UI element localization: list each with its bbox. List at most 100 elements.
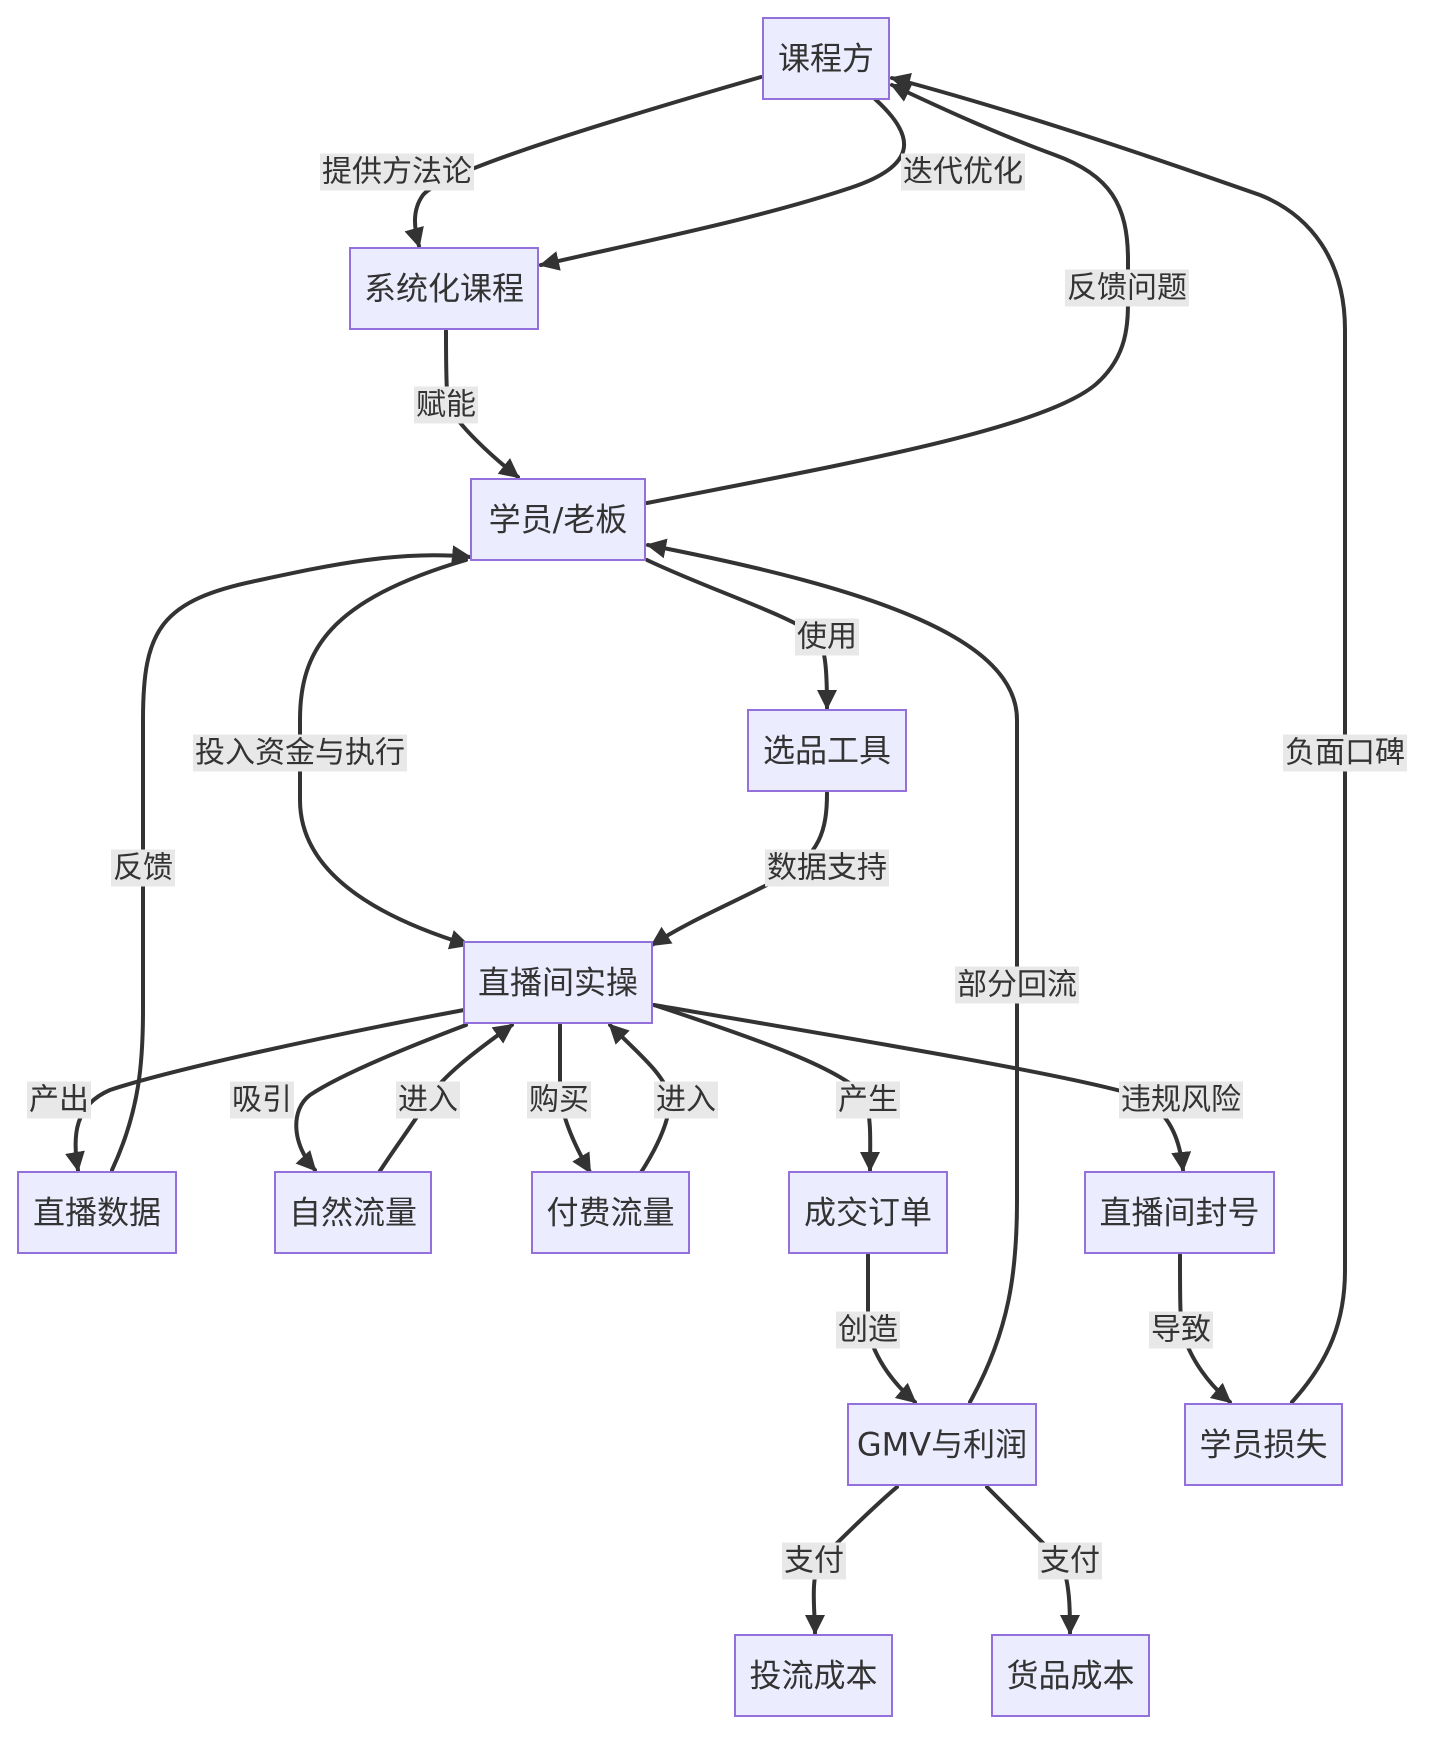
node-label: 选品工具 xyxy=(763,732,891,770)
edge-label-text: 支付 xyxy=(784,1544,844,1579)
edge-label-bg xyxy=(527,1081,591,1119)
edge-label-bg xyxy=(1283,734,1407,772)
edge-label-text: 赋能 xyxy=(416,388,476,423)
edge-label-empower: 赋能 xyxy=(414,386,478,424)
node-box xyxy=(349,247,539,330)
edge-label-text: 违规风险 xyxy=(1121,1083,1241,1118)
edge-label-buy: 购买 xyxy=(527,1081,591,1119)
edge-iterate-optimize xyxy=(539,97,907,271)
edge-label-bg xyxy=(27,1081,91,1119)
node-label: 课程方 xyxy=(778,40,874,78)
node-label: 学员损失 xyxy=(1199,1426,1327,1464)
node-traffic-cost: 投流成本 xyxy=(734,1634,893,1717)
node-live-data: 直播数据 xyxy=(17,1171,177,1254)
node-selection-tool: 选品工具 xyxy=(747,709,907,792)
edge-violation-risk xyxy=(652,1003,1192,1172)
edge-label-bg xyxy=(795,618,859,656)
edge-label-use: 使用 xyxy=(795,618,859,656)
edge-label-text: 产生 xyxy=(838,1083,898,1118)
node-natural-traffic: 自然流量 xyxy=(274,1171,432,1254)
edge-label-data-support: 数据支持 xyxy=(765,849,889,887)
edge-label-bg xyxy=(1149,1311,1213,1349)
edge-label-text: 使用 xyxy=(797,620,857,655)
edge-label-produce: 产生 xyxy=(836,1081,900,1119)
node-label: 直播间实操 xyxy=(478,964,638,1002)
edge-label-bg xyxy=(193,734,407,772)
node-box xyxy=(847,1403,1037,1486)
node-label: 系统化课程 xyxy=(364,270,524,308)
edge-label-text: 购买 xyxy=(529,1083,589,1118)
edge-label-partial-return: 部分回流 xyxy=(955,966,1079,1004)
edge-output xyxy=(65,1008,466,1172)
edge-label-enter-paid: 进入 xyxy=(654,1081,718,1119)
edge-label-text: 进入 xyxy=(656,1083,716,1118)
edge-negative-reputation xyxy=(890,73,1347,1404)
node-box xyxy=(1184,1403,1343,1486)
edge-label-text: 迭代优化 xyxy=(903,155,1023,190)
node-box xyxy=(274,1171,432,1254)
node-orders: 成交订单 xyxy=(788,1171,948,1254)
edge-label-lead-to: 导致 xyxy=(1149,1311,1213,1349)
node-live-room-ops: 直播间实操 xyxy=(463,941,653,1024)
node-course-provider: 课程方 xyxy=(762,17,890,100)
node-label: 货品成本 xyxy=(1006,1657,1134,1695)
node-label: GMV与利润 xyxy=(857,1426,1027,1464)
edge-label-pay-goods: 支付 xyxy=(1038,1542,1102,1580)
node-label: 自然流量 xyxy=(289,1194,417,1232)
node-label: 学员/老板 xyxy=(489,501,628,539)
node-systematic-course: 系统化课程 xyxy=(349,247,539,330)
edge-label-bg xyxy=(230,1081,294,1119)
edge-label-create: 创造 xyxy=(836,1311,900,1349)
edge-label-feedback: 反馈 xyxy=(111,849,175,887)
node-label: 直播间封号 xyxy=(1099,1194,1259,1232)
edge-label-text: 数据支持 xyxy=(767,851,887,886)
node-label: 付费流量 xyxy=(546,1194,674,1232)
edge-label-bg xyxy=(654,1081,718,1119)
edge-label-text: 部分回流 xyxy=(957,968,1077,1003)
edge-label-output: 产出 xyxy=(27,1081,91,1119)
edge-label-bg xyxy=(414,386,478,424)
node-goods-cost: 货品成本 xyxy=(991,1634,1150,1717)
edge-label-attract: 吸引 xyxy=(230,1081,294,1119)
edge-label-bg xyxy=(1038,1542,1102,1580)
edge-label-text: 负面口碑 xyxy=(1285,736,1405,771)
edge-label-bg xyxy=(836,1081,900,1119)
node-label: 直播数据 xyxy=(33,1194,161,1232)
edge-label-bg xyxy=(955,966,1079,1004)
edge-feedback-issues xyxy=(645,83,1131,505)
edge-label-provide-methodology: 提供方法论 xyxy=(320,153,474,191)
node-box xyxy=(531,1171,690,1254)
node-box xyxy=(991,1634,1150,1717)
edge-feedback xyxy=(110,545,472,1172)
edge-label-text: 支付 xyxy=(1040,1544,1100,1579)
edge-label-text: 产出 xyxy=(29,1083,89,1118)
edge-label-violation-risk: 违规风险 xyxy=(1119,1081,1243,1119)
edge-label-invest-execute: 投入资金与执行 xyxy=(193,734,407,772)
edge-label-bg xyxy=(396,1081,460,1119)
node-box xyxy=(463,941,653,1024)
edge-label-bg xyxy=(1119,1081,1243,1119)
node-label: 投流成本 xyxy=(749,1657,877,1695)
node-paid-traffic: 付费流量 xyxy=(531,1171,690,1254)
node-box xyxy=(762,17,890,100)
node-box xyxy=(470,478,646,561)
edge-attract xyxy=(294,1023,468,1172)
node-box xyxy=(1084,1171,1275,1254)
edge-label-text: 创造 xyxy=(838,1313,898,1348)
edge-label-pay-traffic: 支付 xyxy=(782,1542,846,1580)
edge-label-text: 反馈 xyxy=(113,851,173,886)
node-box xyxy=(17,1171,177,1254)
edge-label-text: 吸引 xyxy=(232,1083,292,1118)
edge-partial-return xyxy=(646,538,1019,1404)
edge-label-bg xyxy=(1065,269,1189,307)
edge-label-iterate-optimize: 迭代优化 xyxy=(901,153,1025,191)
edge-label-text: 反馈问题 xyxy=(1067,271,1187,306)
node-gmv-profit: GMV与利润 xyxy=(847,1403,1037,1486)
edge-label-text: 提供方法论 xyxy=(322,155,472,190)
edge-label-bg xyxy=(782,1542,846,1580)
node-student-boss: 学员/老板 xyxy=(470,478,646,561)
edge-label-enter-natural: 进入 xyxy=(396,1081,460,1119)
edge-label-text: 进入 xyxy=(398,1083,458,1118)
node-room-banned: 直播间封号 xyxy=(1084,1171,1275,1254)
